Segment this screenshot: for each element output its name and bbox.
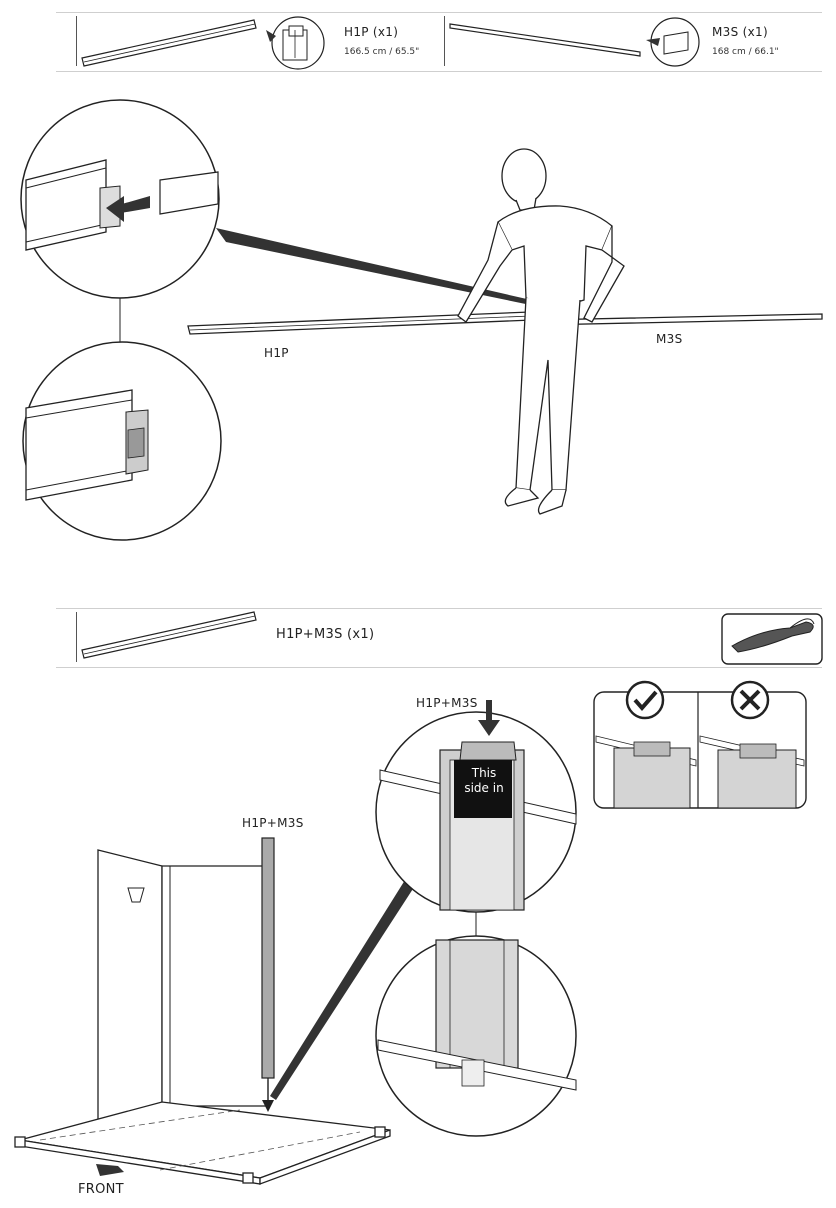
this-side-in-sign: This side in <box>456 766 512 796</box>
person-figure <box>457 148 625 515</box>
sign-line-2: side in <box>464 781 504 795</box>
detail-circle-bottom <box>375 935 577 1137</box>
detail-circle-top <box>375 700 577 913</box>
h1p-rail <box>187 311 533 335</box>
detail-circle-before <box>20 99 220 299</box>
parts-bar-divider <box>76 16 77 66</box>
combined-part-label: H1P+M3S (x1) <box>276 627 375 642</box>
m3s-rail-label: M3S <box>656 332 683 346</box>
check-circle-icon <box>625 680 665 720</box>
zoom-pointer <box>216 228 545 308</box>
h1p-part-icon <box>81 16 325 70</box>
parts-bar-bottom <box>56 608 822 668</box>
parts-bar-divider <box>444 16 445 66</box>
callout-part-label: H1P+M3S <box>416 696 478 710</box>
sign-line-1: This <box>471 766 497 780</box>
m3s-part-code: M3S (x1) <box>712 25 768 39</box>
parts-bar-divider <box>76 612 77 662</box>
detail-circle-after <box>22 341 222 541</box>
screwdriver-icon <box>721 613 823 665</box>
front-label: FRONT <box>78 1182 124 1197</box>
h1p-part-code: H1P (x1) <box>344 25 399 39</box>
x-circle-icon <box>730 680 770 720</box>
panel-part-label: H1P+M3S <box>242 816 304 830</box>
m3s-part-icon <box>449 17 700 67</box>
h1p-m3s-panel <box>261 837 275 1112</box>
zoom-pointer-2 <box>270 872 420 1100</box>
m3s-part-size: 168 cm / 66.1" <box>712 47 779 57</box>
correct-wrong-panel <box>593 691 807 809</box>
h1p-part-size: 166.5 cm / 65.5" <box>344 47 420 57</box>
h1p-m3s-part-icon <box>81 611 257 659</box>
shed-frame <box>14 849 391 1185</box>
parts-bar-top <box>56 12 822 72</box>
h1p-rail-label: H1P <box>264 346 289 360</box>
front-arrow-icon <box>96 1164 124 1176</box>
